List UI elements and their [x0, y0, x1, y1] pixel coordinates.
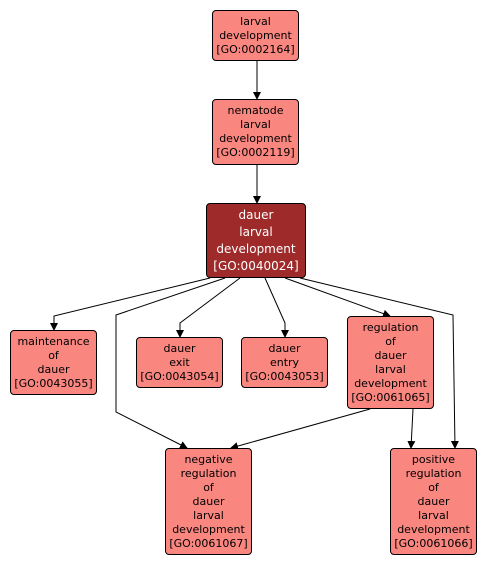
node-label-line: larval — [418, 508, 449, 522]
node-label-line: dauer — [417, 494, 450, 508]
edge-n2-to-n8 — [299, 277, 459, 449]
node-label-line: of — [428, 480, 439, 494]
node-regulation-of-dauer-larval-development[interactable]: regulation of dauer larval development [… — [347, 316, 434, 409]
edge-n2-to-n7 — [115, 277, 226, 449]
node-label-line: dauer — [374, 348, 407, 362]
node-label-line: of — [203, 480, 214, 494]
node-label-line: dauer — [163, 341, 196, 355]
node-label-line: larval — [240, 14, 271, 28]
node-go-id: [GO:0061065] — [351, 390, 430, 404]
node-dauer-exit[interactable]: dauer exit [GO:0043054] — [136, 337, 223, 388]
node-negative-regulation-of-dauer-larval-development[interactable]: negative regulation of dauer larval deve… — [165, 448, 252, 555]
node-go-id: [GO:0043053] — [245, 369, 324, 383]
node-label-line: larval — [240, 118, 271, 131]
node-label-line: development — [216, 241, 296, 256]
node-label-line: regulation — [405, 466, 462, 480]
node-dauer-entry[interactable]: dauer entry [GO:0043053] — [241, 337, 328, 388]
node-label-line: dauer — [268, 341, 301, 355]
node-go-id: [GO:0040024] — [213, 258, 299, 273]
edge-n6-to-n8 — [407, 408, 416, 449]
node-label-line: development — [219, 28, 292, 42]
edge-n2-to-n3 — [50, 277, 211, 331]
node-larval-development[interactable]: larval development [GO:0002164] — [212, 10, 299, 61]
node-label-line: dauer — [192, 494, 225, 508]
node-go-id: [GO:0002119] — [216, 146, 295, 159]
node-label-line: larval — [193, 508, 224, 522]
node-label-line: negative — [184, 452, 233, 466]
node-label-line: entry — [269, 355, 300, 369]
node-label-line: exit — [169, 355, 190, 369]
node-go-id: [GO:0043054] — [140, 369, 219, 383]
node-label-line: larval — [239, 224, 273, 239]
node-label-line: regulation — [180, 466, 237, 480]
edge-n2-to-n6 — [284, 277, 391, 318]
node-label-line: regulation — [362, 320, 419, 334]
node-go-id: [GO:0002164] — [216, 42, 295, 56]
node-label-line: of — [48, 348, 59, 362]
node-label-line: of — [385, 334, 396, 348]
node-go-id: [GO:0061067] — [169, 536, 248, 550]
node-dauer-larval-development-selected[interactable]: dauer larval development [GO:0040024] — [206, 203, 306, 278]
node-label-line: nematode — [227, 104, 284, 117]
edge-n2-to-n4 — [176, 277, 241, 338]
node-maintenance-of-dauer[interactable]: maintenance of dauer [GO:0043055] — [10, 330, 97, 395]
node-label-line: positive — [411, 452, 456, 466]
node-label-line: maintenance — [17, 334, 90, 348]
node-label-line: development — [172, 522, 245, 536]
node-label-line: dauer — [238, 207, 274, 222]
node-nematode-larval-development[interactable]: nematode larval development [GO:0002119] — [212, 99, 299, 165]
node-label-line: development — [354, 376, 427, 390]
node-go-id: [GO:0043055] — [14, 376, 93, 390]
node-label-line: dauer — [37, 362, 70, 376]
node-go-id: [GO:0061066] — [394, 536, 473, 550]
node-label-line: development — [219, 132, 292, 145]
node-label-line: larval — [375, 362, 406, 376]
node-positive-regulation-of-dauer-larval-development[interactable]: positive regulation of dauer larval deve… — [390, 448, 477, 555]
edge-n6-to-n7 — [230, 408, 371, 450]
node-label-line: development — [397, 522, 470, 536]
edge-n2-to-n5 — [264, 277, 289, 338]
